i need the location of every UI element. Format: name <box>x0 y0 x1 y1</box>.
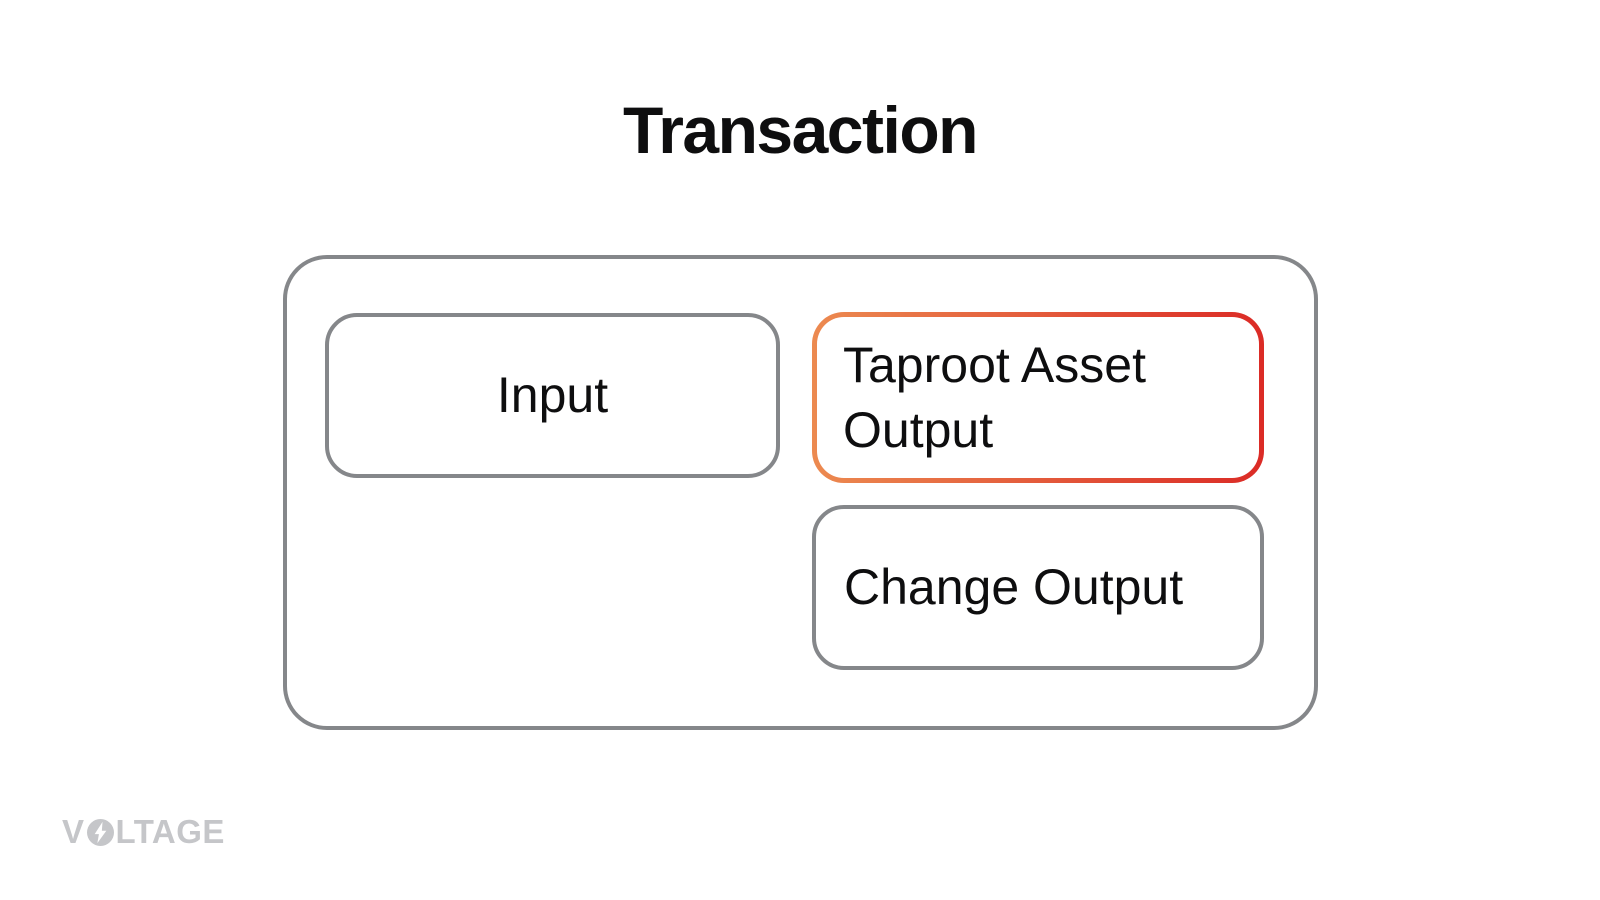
change-output-label: Change Output <box>844 559 1184 615</box>
voltage-logo-prefix: V <box>62 813 85 850</box>
taproot-asset-output-box-inner: Taproot Asset Output <box>817 317 1259 478</box>
lightning-bolt-icon <box>86 818 114 846</box>
taproot-asset-output-box: Taproot Asset Output <box>812 312 1264 483</box>
taproot-asset-output-label: Taproot Asset Output <box>843 336 1146 458</box>
diagram-title: Transaction <box>623 93 978 167</box>
voltage-logo-suffix: LTAGE <box>115 813 225 850</box>
transaction-container-box: Input Taproot Asset Output Change Output <box>283 255 1318 730</box>
input-label: Input <box>496 367 609 423</box>
input-box: Input <box>325 313 780 478</box>
change-output-box: Change Output <box>812 505 1264 670</box>
voltage-logo: V LTAGE <box>62 813 225 851</box>
